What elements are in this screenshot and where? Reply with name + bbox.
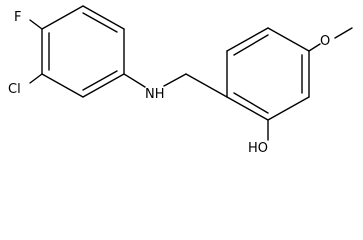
bond-fluorine <box>29 19 43 30</box>
ring-left-double-2 <box>82 70 118 91</box>
hydroxyl-label: HO <box>248 141 268 156</box>
structure-canvas: F Cl NH O HO <box>8 5 353 156</box>
aryl-ring-left <box>41 5 125 98</box>
ring-right-bond-4 <box>267 96 310 121</box>
bond-ring-nh <box>123 73 146 88</box>
methoxy-oxygen-label: O <box>320 34 330 49</box>
aryl-ring-right <box>226 27 310 121</box>
chemical-structure: F Cl NH O HO <box>8 5 353 156</box>
ring-left-bond-1 <box>41 5 84 30</box>
ring-left-bond-5 <box>41 73 84 98</box>
ring-right-double-1 <box>233 34 269 56</box>
ring-right-bond-1 <box>226 27 269 52</box>
ring-right-bond-2 <box>267 27 310 52</box>
bond-nh-ch2 <box>163 73 187 87</box>
bond-ring-oxygen <box>308 43 321 52</box>
ring-left-bond-2 <box>82 5 125 30</box>
bond-chlorine <box>29 73 43 84</box>
ring-right-double-3 <box>233 92 269 114</box>
bond-ch2-ring <box>185 73 228 98</box>
chlorine-label: Cl <box>8 82 21 97</box>
ring-right-bond-5 <box>226 96 269 121</box>
bond-oxygen-methyl <box>334 27 353 39</box>
amine-label: NH <box>145 87 165 102</box>
ring-left-double-1 <box>82 12 118 33</box>
ring-left-bond-4 <box>82 73 125 98</box>
fluorine-label: F <box>14 10 21 25</box>
